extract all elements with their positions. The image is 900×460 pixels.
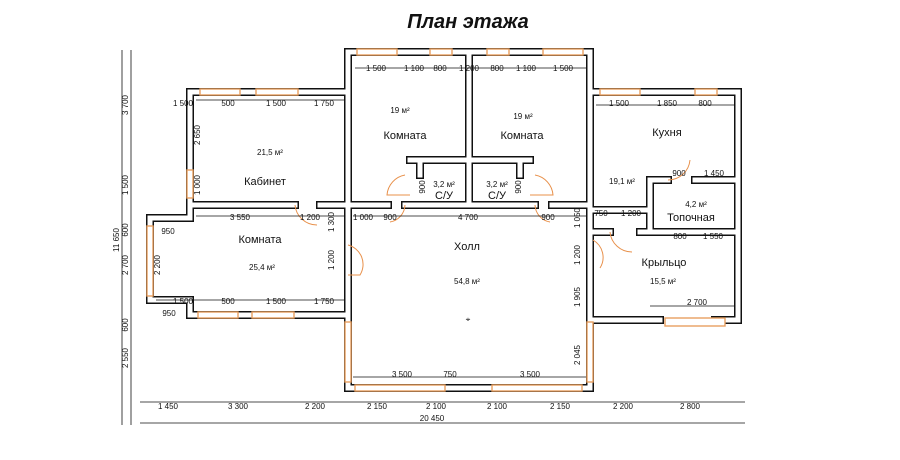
dim-label: 1 750 [314, 297, 335, 306]
dim-label: 1 500 [366, 64, 387, 73]
dim-label: 1 500 [266, 297, 287, 306]
dim-label: 1 500 [173, 99, 194, 108]
dim-label: 950 [162, 309, 176, 318]
room-name: Топочная [667, 212, 715, 224]
dim-label: 900 [383, 213, 397, 222]
dim-label: 2 200 [305, 402, 326, 411]
dim-label: 1 905 [573, 286, 582, 307]
dim-label: 1 300 [327, 211, 336, 232]
dim-label: 500 [221, 99, 235, 108]
dim-label: 900 [672, 169, 686, 178]
dim-label: 1 200 [621, 209, 642, 218]
dim-label: 800 [433, 64, 447, 73]
dim-label: 1 000 [193, 174, 202, 195]
room-area: 3,2 м² [433, 180, 455, 189]
dim-label: 750 [443, 370, 457, 379]
dim-label: 3 700 [121, 94, 130, 115]
room-area: 19 м² [390, 106, 410, 115]
dimension-lines [121, 50, 745, 425]
room-area: 15,5 м² [650, 277, 676, 286]
dim-label: 1 450 [158, 402, 179, 411]
room-name: С/У [488, 190, 507, 202]
dim-label: 2 150 [367, 402, 388, 411]
dim-label: 2 045 [573, 344, 582, 365]
dim-label: 3 500 [392, 370, 413, 379]
dim-label: 2 200 [613, 402, 634, 411]
dim-label: 1 200 [459, 64, 480, 73]
plan-title: План этажа [407, 11, 529, 33]
dim-label: 1 200 [300, 213, 321, 222]
room-name: Комната [383, 130, 427, 142]
dim-label: 900 [418, 180, 427, 194]
room-name: С/У [435, 190, 454, 202]
dim-label: 2 700 [121, 254, 130, 275]
dim-label: 2 100 [487, 402, 508, 411]
dim-label: 600 [121, 223, 130, 237]
room-area: 4,2 м² [685, 200, 707, 209]
room-labels: 21,5 м² Кабинет 19 м² Комната 19 м² Комн… [238, 106, 714, 286]
dim-label: 2 200 [153, 254, 162, 275]
dim-label: 1 500 [121, 174, 130, 195]
dim-total: 20 450 [420, 414, 445, 423]
dim-label: 2 650 [193, 124, 202, 145]
dim-label: 600 [121, 318, 130, 332]
room-name: Холл [454, 241, 480, 253]
dim-label: 900 [514, 180, 523, 194]
room-area: 3,2 м² [486, 180, 508, 189]
doors [294, 159, 691, 276]
dim-label: 2 100 [426, 402, 447, 411]
dim-label: 800 [490, 64, 504, 73]
dim-label: 1 100 [404, 64, 425, 73]
room-name: Комната [238, 234, 282, 246]
windows [146, 48, 726, 392]
dim-label: 800 [673, 232, 687, 241]
dim-label: 1 200 [573, 244, 582, 265]
room-area: 54,8 м² [454, 277, 480, 286]
dim-label: 2 150 [550, 402, 571, 411]
dim-label: 3 500 [520, 370, 541, 379]
room-name: Кухня [652, 127, 681, 139]
dim-label: 750 [594, 209, 608, 218]
dim-label: 3 300 [228, 402, 249, 411]
room-name: Крыльцо [642, 257, 687, 269]
dim-label: 1 500 [553, 64, 574, 73]
room-area: 21,5 м² [257, 148, 283, 157]
dim-label: 1 200 [327, 249, 336, 270]
dim-label: 2 550 [121, 347, 130, 368]
dim-label: 500 [221, 297, 235, 306]
room-area: 19 м² [513, 112, 533, 121]
dim-label: 800 [698, 99, 712, 108]
center-mark-icon: ⌖ [466, 315, 471, 324]
dim-label: 1 450 [704, 169, 725, 178]
dim-label: 1 550 [703, 232, 724, 241]
dim-label: 950 [161, 227, 175, 236]
dim-label: 1 850 [657, 99, 678, 108]
room-name: Кабинет [244, 176, 286, 188]
dim-label: 1 100 [516, 64, 537, 73]
dim-label: 11 650 [112, 228, 121, 252]
dim-label: 1 500 [173, 297, 194, 306]
dim-label: 4 700 [458, 213, 479, 222]
dim-label: 1 750 [314, 99, 335, 108]
dim-label: 1 050 [573, 207, 582, 228]
dim-label: 1 000 [353, 213, 374, 222]
room-area: 25,4 м² [249, 263, 275, 272]
dim-label: 2 800 [680, 402, 701, 411]
dimension-labels: 3 700 1 500 600 2 700 600 2 550 11 650 1… [112, 64, 725, 423]
dim-label: 2 700 [687, 298, 708, 307]
dim-label: 1 500 [609, 99, 630, 108]
dim-label: 3 550 [230, 213, 251, 222]
dim-label: 1 500 [266, 99, 287, 108]
room-area: 19,1 м² [609, 177, 635, 186]
room-name: Комната [500, 130, 544, 142]
dim-label: 900 [541, 213, 555, 222]
